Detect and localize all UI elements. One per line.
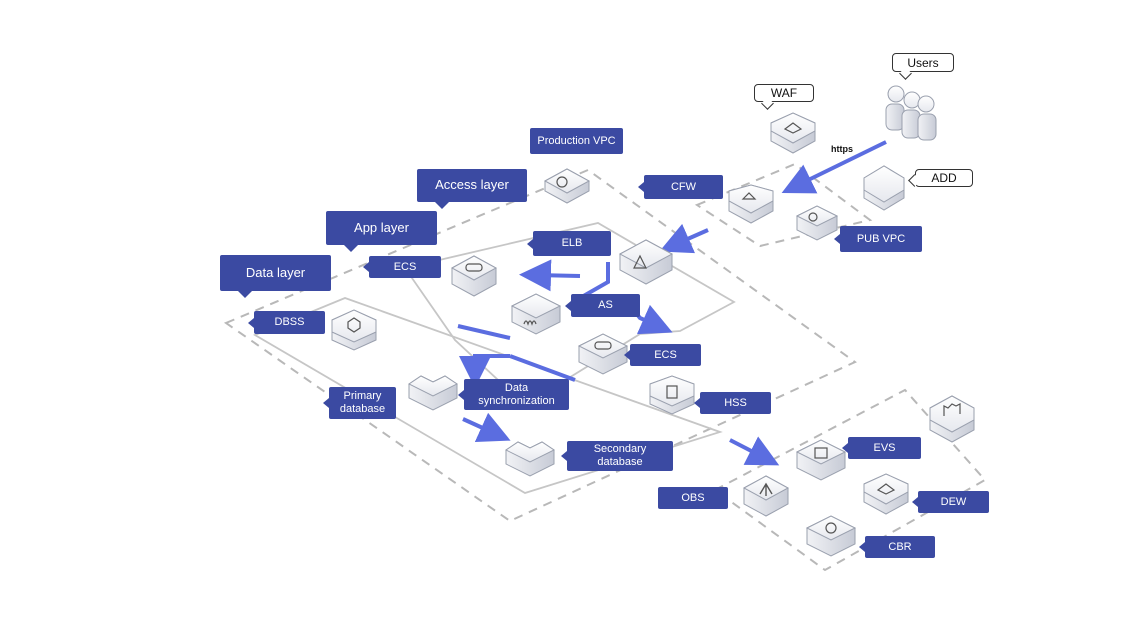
add-callout: ADD — [915, 169, 973, 187]
pub-vpc-label: PUB VPC — [834, 226, 922, 252]
data-layer-region — [252, 297, 723, 494]
as-label: AS — [565, 294, 640, 317]
primary-to-secondary-arrow — [462, 412, 511, 442]
dew-label: DEW — [912, 491, 989, 513]
storage-region — [713, 388, 987, 572]
sync-arrow-right — [457, 324, 511, 340]
ecs-top-icon — [450, 255, 498, 297]
ecs-bottom-label: ECS — [624, 344, 701, 366]
access-layer-label: Access layer — [417, 169, 527, 209]
as-icon — [510, 293, 562, 335]
dbss-label: DBSS — [248, 311, 325, 334]
evs-label: EVS — [842, 437, 921, 459]
ecs-bottom-icon — [577, 333, 629, 375]
add-icon — [863, 165, 905, 211]
data-layer-label: Data layer — [220, 255, 331, 298]
https-arrow — [781, 140, 887, 194]
cfw-label: CFW — [638, 175, 723, 199]
users-callout: Users — [892, 53, 954, 72]
cfw-icon — [728, 184, 774, 224]
evs-icon — [795, 439, 847, 481]
production-vpc-label: Production VPC — [530, 128, 623, 154]
pub-vpc-icon — [795, 205, 839, 241]
elb-to-as-line — [579, 262, 610, 300]
production-vpc-icon — [543, 168, 591, 204]
pub-vpc-region — [694, 162, 873, 248]
users-icon — [885, 85, 937, 141]
data-synchronization-label: Data synchronization — [458, 379, 569, 410]
obs-icon — [742, 475, 790, 517]
cbr-icon — [805, 515, 857, 557]
sync-arrow-left — [459, 354, 510, 388]
security-shield-icon — [929, 395, 975, 443]
as-to-ecs-top-arrow — [519, 259, 581, 292]
dbss-icon — [331, 309, 377, 351]
elb-label: ELB — [527, 231, 611, 256]
hss-icon — [649, 375, 695, 415]
primary-database-label: Primary database — [323, 387, 396, 419]
dew-icon — [863, 473, 909, 515]
app-layer-label: App layer — [326, 211, 437, 252]
secondary-database-label: Secondary database — [561, 441, 673, 471]
app-to-storage-arrow — [729, 436, 780, 466]
cbr-label: CBR — [859, 536, 935, 558]
waf-icon — [770, 112, 816, 154]
ecs-top-label: ECS — [363, 256, 441, 278]
cfw-to-elb-arrow — [659, 223, 709, 254]
ecs-to-data-line — [509, 354, 576, 382]
access-layer-region — [223, 168, 857, 523]
waf-callout: WAF — [754, 84, 814, 102]
elb-icon — [618, 239, 674, 285]
hss-label: HSS — [694, 392, 771, 414]
primary-database-icon — [408, 375, 458, 411]
obs-label: OBS — [658, 487, 728, 509]
secondary-database-icon — [505, 441, 555, 477]
https-label: https — [831, 144, 853, 154]
